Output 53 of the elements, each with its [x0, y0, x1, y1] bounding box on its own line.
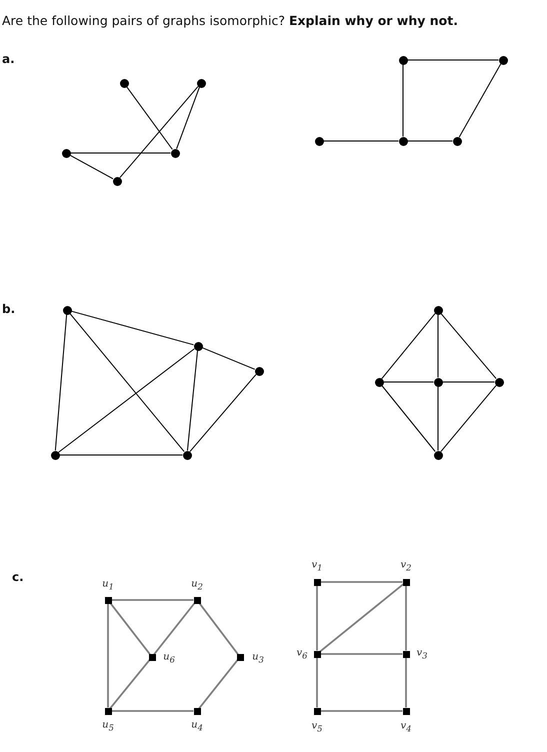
graph-edge [381, 312, 436, 380]
graph-edge [69, 312, 185, 452]
vertex-label: u$_{6}$ [163, 652, 175, 664]
graph-edge [198, 659, 239, 709]
vertex-label: u$_{4}$ [191, 720, 203, 732]
graph-edge [320, 710, 402, 712]
vertex-label: v$_{5}$ [312, 720, 322, 734]
graph-edge [405, 658, 407, 708]
graph-edge [320, 653, 402, 655]
graph-edge [112, 710, 194, 712]
graph-edge [402, 64, 404, 137]
graph-edge [112, 599, 194, 601]
graph-edge [69, 154, 114, 180]
part-label: b. [2, 302, 16, 316]
question-text: Are the following pairs of graphs isomorphic? Explain why or why not. [2, 13, 458, 28]
graph-edge [407, 140, 453, 142]
vertex-label: u$_{1}$ [102, 578, 114, 592]
graph-edge [109, 602, 151, 655]
graph-edge [189, 374, 257, 452]
graph-edge [198, 602, 239, 655]
graph-edge [59, 454, 183, 456]
part-label: c. [12, 570, 24, 584]
graph-edge [58, 348, 195, 453]
graph-edge [440, 312, 497, 380]
graph-edge [119, 86, 199, 178]
graph-edge [316, 658, 318, 708]
graph-edge [405, 586, 407, 650]
graph-edge [202, 347, 256, 370]
vertex-label: v$_{1}$ [312, 560, 322, 572]
graph-edge [381, 385, 436, 452]
vertex-label: v$_{2}$ [400, 560, 412, 572]
graph-edge [126, 86, 173, 150]
graph-edge [176, 86, 200, 150]
graph-edge [316, 586, 318, 650]
graph-edge [54, 314, 68, 452]
graph-edge [320, 581, 402, 583]
graph-edge [107, 604, 109, 708]
vertex-label: v$_{3}$ [416, 648, 428, 660]
vertex-label: u$_{3}$ [252, 652, 264, 664]
vertex-label: u$_{5}$ [102, 720, 114, 732]
part-label: a. [2, 52, 15, 66]
graph-edge [70, 310, 194, 346]
vertex-label: u$_{2}$ [191, 578, 203, 592]
graph-edge [186, 350, 198, 452]
graph-edge [110, 659, 150, 709]
vertex-label: v$_{4}$ [400, 720, 412, 734]
graph-edge [440, 384, 497, 452]
graph-edge [458, 63, 502, 138]
graph-edge [323, 140, 399, 142]
vertex-label: v$_{6}$ [296, 648, 308, 660]
graph-edge [70, 152, 171, 154]
graph-edge [319, 584, 404, 652]
graph-edge [153, 602, 196, 655]
